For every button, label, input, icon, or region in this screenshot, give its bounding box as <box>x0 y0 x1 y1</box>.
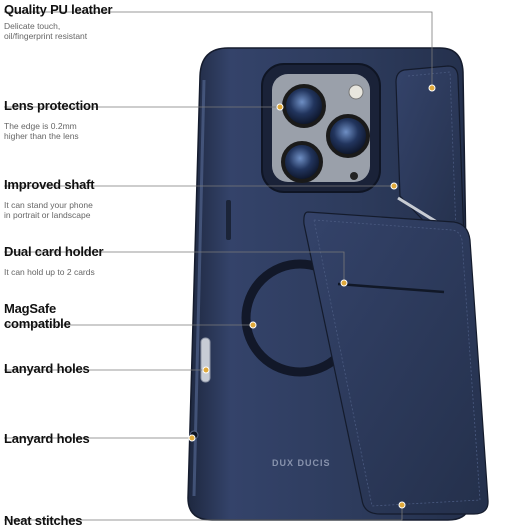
stand-hinge <box>397 196 441 226</box>
feature-title: Neat stitches <box>4 513 83 528</box>
feature-lens-protection: Lens protection The edge is 0.2mm higher… <box>4 98 99 141</box>
case-edge <box>192 79 206 497</box>
feature-description: It can stand your phone in portrait or l… <box>4 200 93 220</box>
side-button <box>226 200 231 240</box>
stand-panel <box>303 211 489 515</box>
feature-lanyard-holes-lower: Lanyard holes <box>4 431 90 446</box>
camera-lens-bottom <box>281 141 323 183</box>
camera-lens-top <box>282 84 326 128</box>
feature-title: Lanyard holes <box>4 361 90 376</box>
feature-quality-pu-leather: Quality PU leather Delicate touch, oil/f… <box>4 2 113 41</box>
feature-description: It can hold up to 2 cards <box>4 267 95 277</box>
feature-dual-card-holder: Dual card holder It can hold up to 2 car… <box>4 244 104 277</box>
feature-title: Improved shaft <box>4 177 95 192</box>
feature-title-line-2: compatible <box>4 316 71 331</box>
feature-description: Delicate touch, oil/fingerprint resistan… <box>4 21 88 41</box>
feature-lanyard-holes-upper: Lanyard holes <box>4 361 90 376</box>
feature-improved-shaft: Improved shaft It can stand your phone i… <box>4 177 95 220</box>
brand-logo: DUX DUCIS <box>272 458 331 468</box>
feature-title: Quality PU leather <box>4 2 113 17</box>
camera-sensor <box>350 172 358 180</box>
feature-title-line-1: MagSafe <box>4 301 57 316</box>
camera-module <box>261 63 381 193</box>
callout-dots <box>188 84 436 509</box>
camera-lens-right <box>326 114 370 158</box>
camera-flash <box>348 84 364 100</box>
feature-description: The edge is 0.2mm higher than the lens <box>4 121 79 141</box>
case-body <box>187 47 471 521</box>
feature-title: Lens protection <box>4 98 99 113</box>
stand-flap-upper <box>395 65 465 241</box>
lanyard-hole-upper <box>200 337 211 383</box>
lanyard-hole-lower <box>189 430 199 440</box>
feature-magsafe-compatible: MagSafe compatible <box>4 301 71 331</box>
card-slot <box>337 282 445 294</box>
camera-glass <box>272 74 370 182</box>
feature-title: Lanyard holes <box>4 431 90 446</box>
magsafe-ring <box>241 259 359 377</box>
feature-neat-stitches: Neat stitches <box>4 513 83 528</box>
feature-title: Dual card holder <box>4 244 104 259</box>
